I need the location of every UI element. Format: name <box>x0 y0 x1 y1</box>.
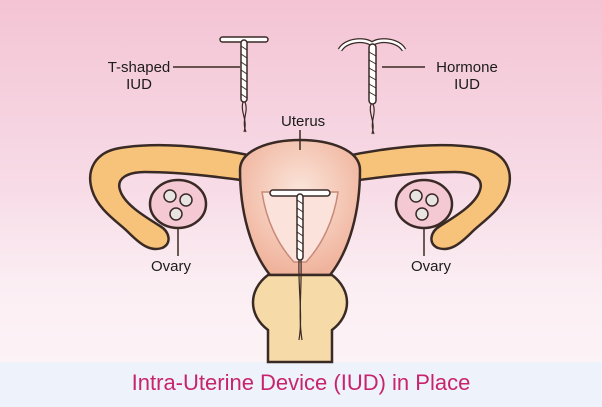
label-t-shaped-iud: T-shaped IUD <box>107 59 171 93</box>
ovary-right-shape <box>396 180 452 228</box>
label-t-shaped-line1: T-shaped <box>107 59 171 76</box>
hormone-iud-illustration <box>340 41 404 134</box>
label-hormone-line1: Hormone <box>425 59 509 76</box>
diagram-caption: Intra-Uterine Device (IUD) in Place <box>0 370 602 396</box>
label-ovary-left: Ovary <box>151 258 191 275</box>
ovary-left-shape <box>150 180 206 228</box>
label-t-shaped-line2: IUD <box>107 76 171 93</box>
label-ovary-right: Ovary <box>411 258 451 275</box>
label-hormone-iud: Hormone IUD <box>425 59 509 93</box>
label-hormone-line2: IUD <box>425 76 509 93</box>
label-uterus: Uterus <box>281 113 325 130</box>
t-shaped-iud-illustration <box>220 37 268 132</box>
